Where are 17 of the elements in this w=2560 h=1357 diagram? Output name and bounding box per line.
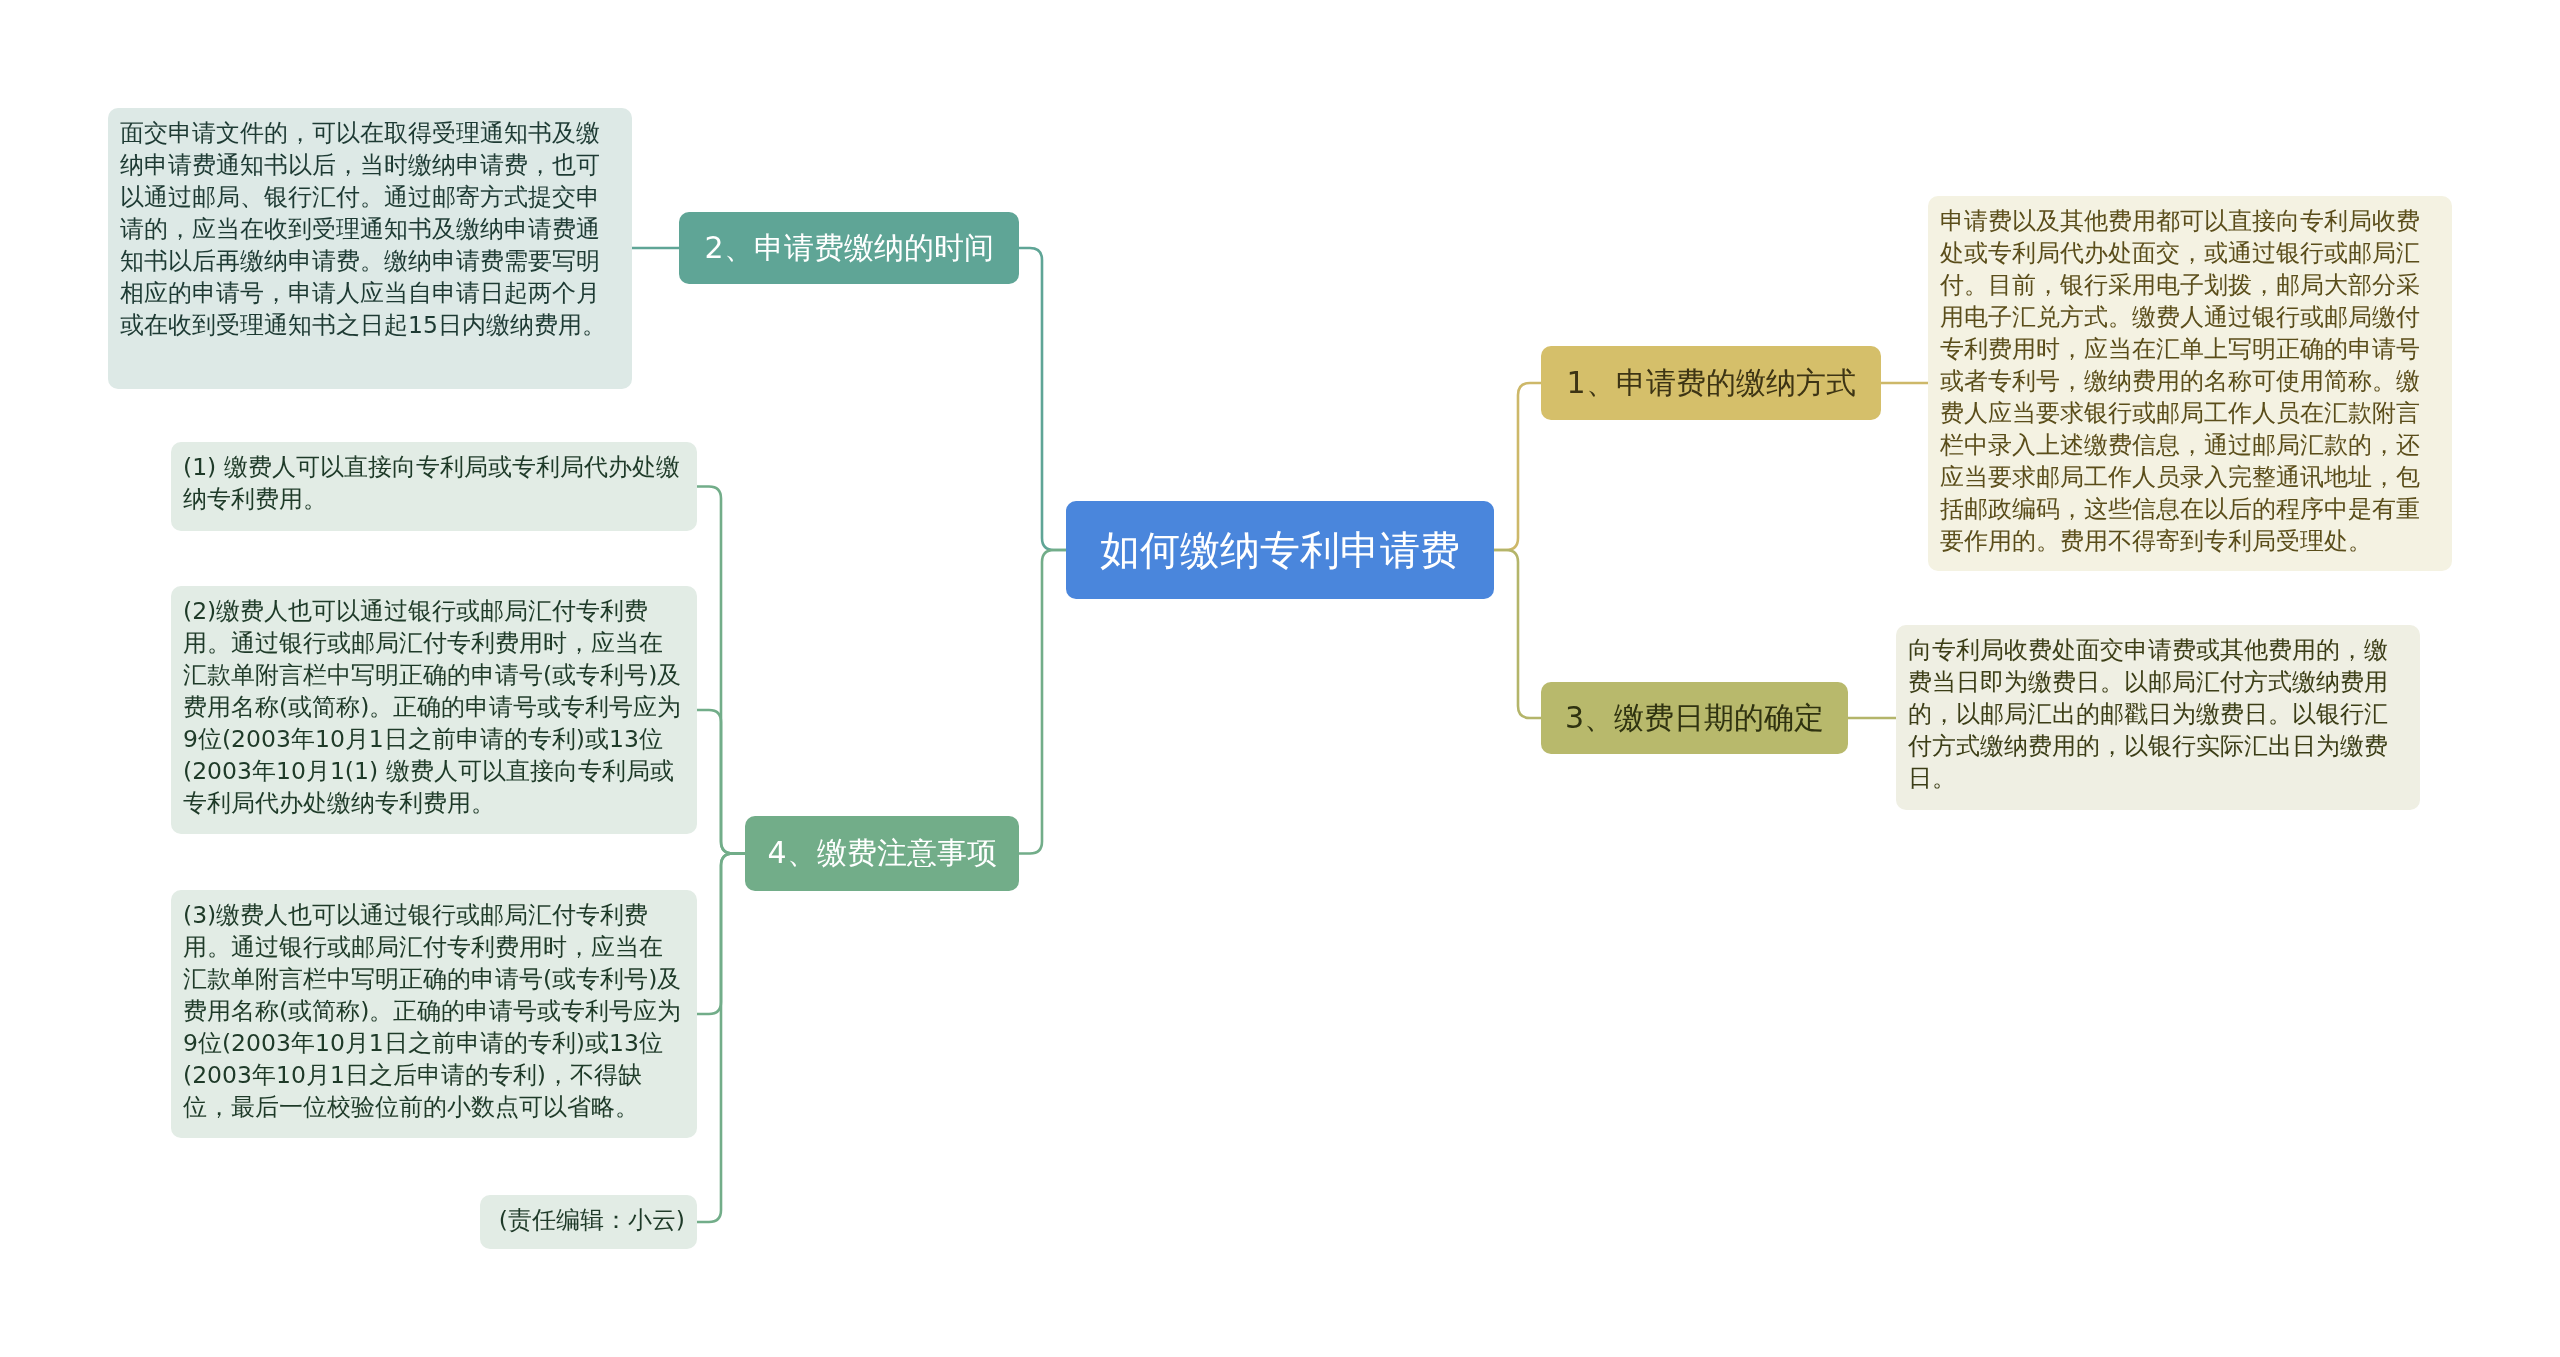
note-box: 向专利局收费处面交申请费或其他费用的，缴费当日即为缴费日。以邮局汇付方式缴纳费用的，以邮局汇出的邮戳日为缴费日。以银行汇付方式缴纳费用的，以银行实际汇出日为缴费日。 xyxy=(1896,625,2420,810)
connector-line xyxy=(632,246,679,250)
note-box: (3)缴费人也可以通过银行或邮局汇付专利费用。通过银行或邮局汇付专利费用时，应当在汇款单附言栏中写明正确的申请号(或专利号)及费用名称(或简称)。正确的申请号或专利号应为9位(2003年10月1日之前申请的专利)或13位(2003年10月1日之后申请的专利)，不得缺位，最后一位校验位前的小数点可以省略。 xyxy=(171,890,697,1138)
connector-line xyxy=(1494,548,1541,720)
note-box: 申请费以及其他费用都可以直接向专利局收费处或专利局代办处面交，或通过银行或邮局汇付。目前，银行采用电子划拨，邮局大部分采用电子汇兑方式。缴费人通过银行或邮局缴付专利费用时，应当在汇单上写明正确的申请号或者专利号，缴纳费用的名称可使用简称。缴费人应当要求银行或邮局工作人员在汇款附言栏中录入上述缴费信息，通过邮局汇款的，还应当要求邮局工作人员录入完整通讯地址，包括邮政编码，这些信息在以后的程序中是有重要作用的。费用不得寄到专利局受理处。 xyxy=(1928,196,2452,571)
note-box: (1) 缴费人可以直接向专利局或专利局代办处缴纳专利费用。 xyxy=(171,442,697,531)
connector-line xyxy=(1019,548,1066,855)
connector-line xyxy=(1848,716,1896,720)
topic-box: 4、缴费注意事项 xyxy=(745,816,1019,891)
topic-box: 2、申请费缴纳的时间 xyxy=(679,212,1019,284)
note-box: (责任编辑：小云) xyxy=(480,1195,697,1249)
topic-box: 1、申请费的缴纳方式 xyxy=(1541,346,1881,420)
topic-box: 3、缴费日期的确定 xyxy=(1541,682,1848,754)
note-box: (2)缴费人也可以通过银行或邮局汇付专利费用。通过银行或邮局汇付专利费用时，应当在汇款单附言栏中写明正确的申请号(或专利号)及费用名称(或简称)。正确的申请号或专利号应为9位(2003年10月1日之前申请的专利)或13位(2003年10月1(1) 缴费人可以直接向专利局或专利局代办处缴纳专利费用。 xyxy=(171,586,697,834)
central-topic-box: 如何缴纳专利申请费 xyxy=(1066,501,1494,599)
note-box: 面交申请文件的，可以在取得受理通知书及缴纳申请费通知书以后，当时缴纳申请费，也可以通过邮局、银行汇付。通过邮寄方式提交申请的，应当在收到受理通知书及缴纳申请费通知书以后再缴纳申请费。缴纳申请费需要写明相应的申请号，申请人应当自申请日起两个月或在收到受理通知书之日起15日内缴纳费用。 xyxy=(108,108,632,389)
connector-line xyxy=(1881,381,1928,385)
